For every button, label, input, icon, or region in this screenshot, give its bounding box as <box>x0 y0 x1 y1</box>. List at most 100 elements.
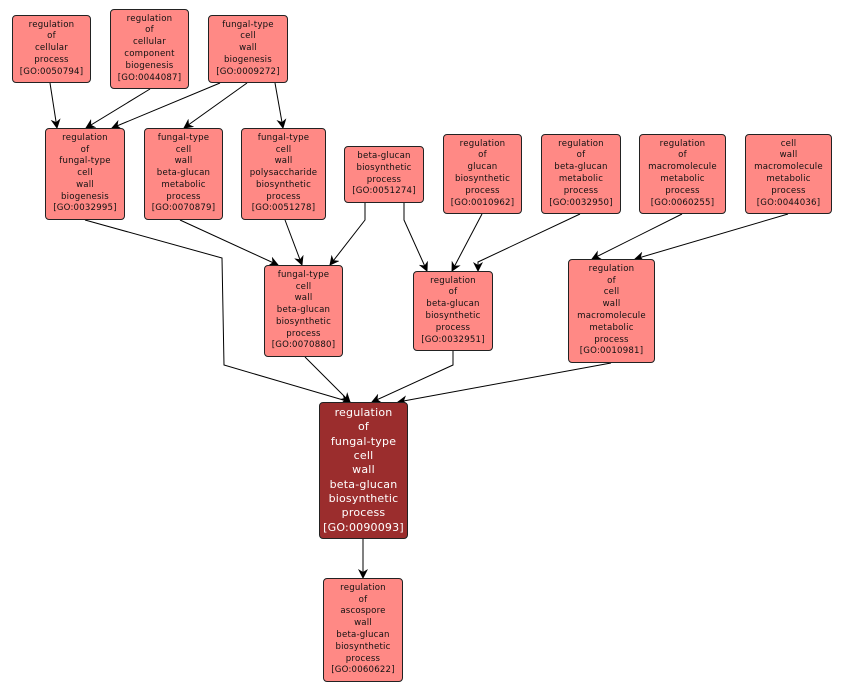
node-label-line: metabolic <box>589 322 634 333</box>
node-label-line: wall <box>602 299 621 310</box>
node-label-line: glucan <box>467 162 498 173</box>
node-label-line: process <box>594 334 629 345</box>
edge <box>49 82 61 129</box>
node-label-line: biosynthetic <box>255 179 312 190</box>
node-label-line: biosynthetic <box>356 162 412 173</box>
node-label-line: process <box>465 185 500 196</box>
node-go-id: [GO:0070879] <box>151 203 216 214</box>
edge <box>403 203 428 272</box>
node-label-line: regulation <box>430 275 476 286</box>
node-label-line: of <box>678 150 687 161</box>
node-label-line: wall <box>239 43 257 54</box>
node-label-line: regulation <box>588 263 635 274</box>
edge <box>591 213 683 260</box>
node-label-line: process <box>286 328 321 339</box>
node-label-line: regulation <box>334 406 393 420</box>
edge <box>274 82 287 129</box>
node-label-line: macromolecule <box>648 162 717 173</box>
node-label-line: fungal-type <box>257 132 310 143</box>
node-label-line: process <box>166 191 201 202</box>
edge <box>284 219 304 266</box>
node-label-line: metabolic <box>558 174 604 184</box>
node-label-line: cell <box>275 144 292 155</box>
node-label-line: cell <box>603 287 620 298</box>
node-label-line: beta-glucan <box>357 150 411 161</box>
edge <box>111 82 221 130</box>
node-label-line: of <box>80 144 90 155</box>
node-label-line: biosynthetic <box>454 174 511 184</box>
node-label-line: of <box>145 25 154 36</box>
node-label-line: regulation <box>126 13 173 24</box>
node-go-id: [GO:0010962] <box>450 197 515 208</box>
node-label-line: biosynthetic <box>335 641 391 652</box>
edge <box>371 351 454 403</box>
node-label-line: biogenesis <box>125 60 174 71</box>
node-label-line: cell <box>295 281 312 292</box>
node-go-id: [GO:0060255] <box>650 197 715 208</box>
edge <box>634 213 789 262</box>
node-label-line: cellular <box>132 37 167 48</box>
node-label-line: process <box>34 54 69 65</box>
node-label-line: metabolic <box>161 179 206 190</box>
node-label-line: fungal-type <box>277 269 330 280</box>
node-go-id: [GO:0032951] <box>421 334 485 345</box>
node-label-line: of <box>47 31 56 42</box>
node-go-id: [GO:0060622] <box>331 665 395 676</box>
node-label-line: fungal-type <box>157 132 210 143</box>
node-go-id: [GO:0070880] <box>271 340 336 351</box>
node-go-id: [GO:0051278] <box>251 203 316 214</box>
node-go-id: [GO:0050794] <box>19 66 84 77</box>
edge <box>183 82 248 129</box>
node-label-line: process <box>345 653 381 664</box>
node-label-line: wall <box>174 156 193 167</box>
node-label-line: of <box>607 275 616 286</box>
node-label-line: biogenesis <box>224 54 272 65</box>
node-label-line: cell <box>240 31 256 42</box>
node-label-line: biosynthetic <box>275 316 332 327</box>
node-label-line: wall <box>76 179 94 190</box>
node-label-line: fungal-type <box>222 19 274 30</box>
node-label-line: biogenesis <box>61 191 109 202</box>
edge <box>329 203 366 266</box>
node-label-line: macromolecule <box>754 162 823 173</box>
node-label-line: of <box>448 287 458 298</box>
edge <box>84 219 351 405</box>
node-label-line: of <box>357 420 369 434</box>
node-label-line: biosynthetic <box>328 491 399 505</box>
node-label-line: process <box>771 185 806 196</box>
node-label-line: regulation <box>459 138 506 149</box>
node-label-line: beta-glucan <box>276 305 331 316</box>
node-label-line: metabolic <box>660 174 705 184</box>
node-label-line: beta-glucan <box>336 630 390 640</box>
node-label-line: of <box>358 594 368 605</box>
node-label-line: cell <box>780 138 797 149</box>
node-label-line: regulation <box>28 19 75 30</box>
node-label-line: regulation <box>340 582 386 593</box>
node-label-line: polysaccharide <box>249 168 318 179</box>
node-label-line: macromolecule <box>577 311 646 321</box>
node-label-line: wall <box>352 463 375 477</box>
node-label-line: wall <box>779 150 798 161</box>
node-label-line: process <box>563 185 599 196</box>
node-label-line: process <box>366 174 402 185</box>
node-label-line: process <box>665 185 700 196</box>
node-label-line: fungal-type <box>59 156 111 167</box>
node-label-line: fungal-type <box>330 434 397 448</box>
